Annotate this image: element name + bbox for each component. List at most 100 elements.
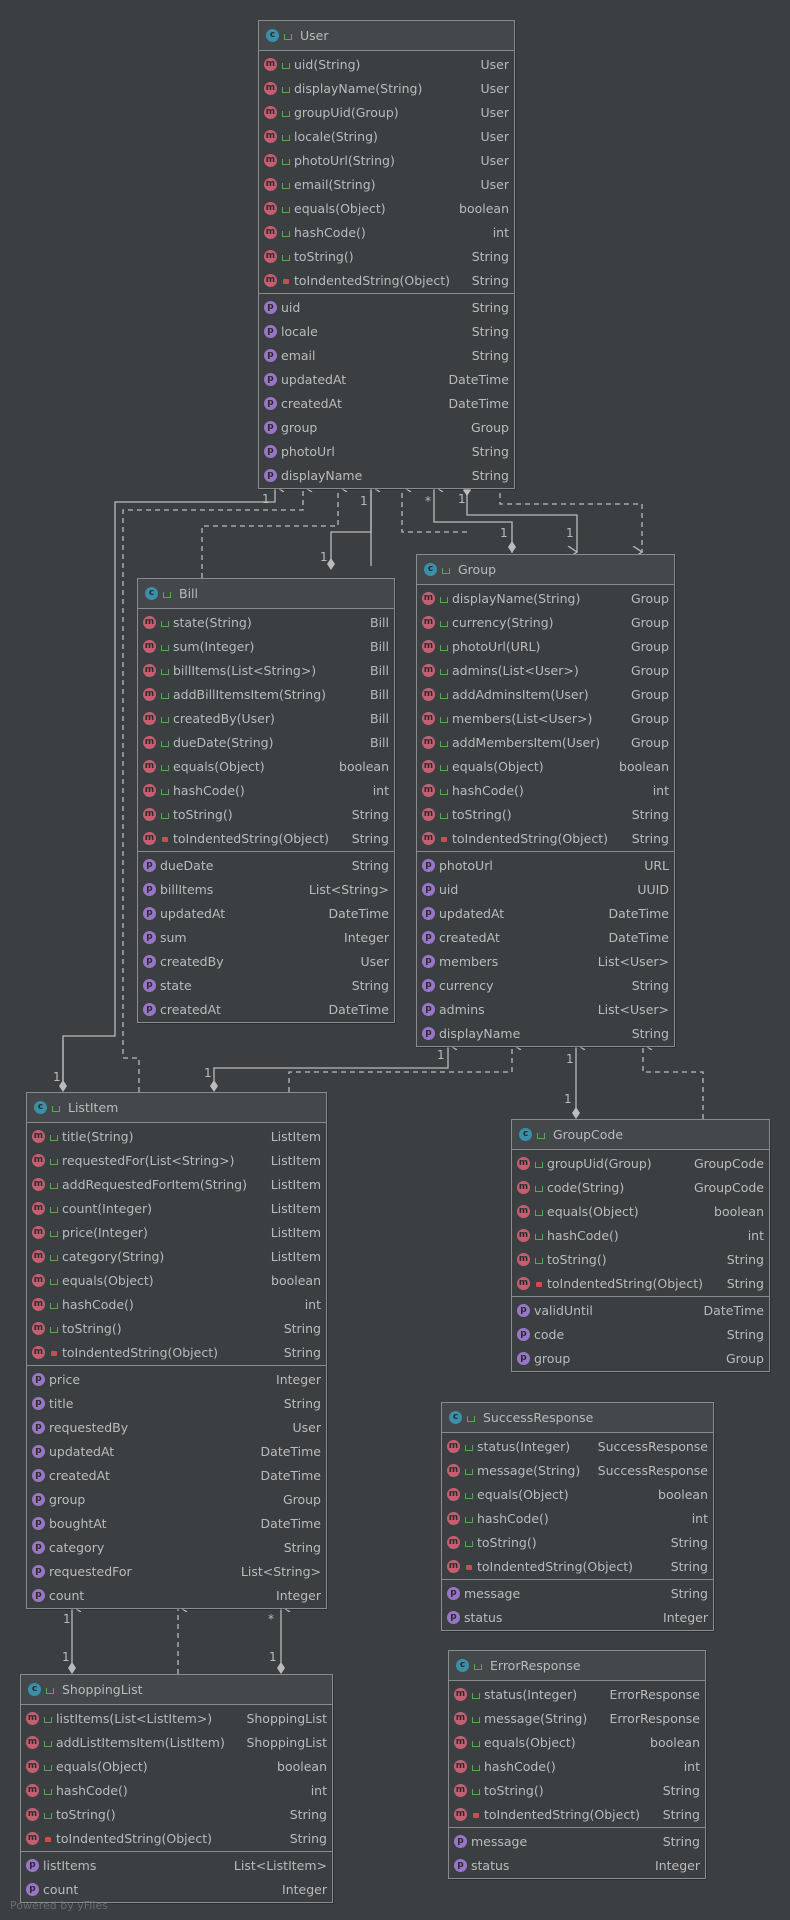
method-row[interactable]: msum(Integer)Bill xyxy=(138,634,394,658)
method-row[interactable]: mgroupUid(Group)GroupCode xyxy=(512,1151,769,1175)
property-row[interactable]: pcreatedByUser xyxy=(138,949,394,973)
property-row[interactable]: pupdatedAtDateTime xyxy=(259,367,514,391)
property-row[interactable]: pmembersList<User> xyxy=(417,949,674,973)
method-row[interactable]: mhashCode()int xyxy=(512,1223,769,1247)
method-row[interactable]: mequals(Object)boolean xyxy=(442,1482,713,1506)
method-row[interactable]: mhashCode()int xyxy=(442,1506,713,1530)
property-row[interactable]: ptitleString xyxy=(27,1391,326,1415)
method-row[interactable]: mdisplayName(String)Group xyxy=(417,586,674,610)
method-row[interactable]: mtoString()String xyxy=(27,1316,326,1340)
property-row[interactable]: pcurrencyString xyxy=(417,973,674,997)
method-row[interactable]: mhashCode()int xyxy=(27,1292,326,1316)
method-row[interactable]: mequals(Object)boolean xyxy=(27,1268,326,1292)
method-row[interactable]: mcode(String)GroupCode xyxy=(512,1175,769,1199)
method-row[interactable]: mtoString()String xyxy=(21,1802,332,1826)
class-header[interactable]: cErrorResponse xyxy=(449,1651,705,1681)
method-row[interactable]: maddRequestedForItem(String)ListItem xyxy=(27,1172,326,1196)
method-row[interactable]: memail(String)User xyxy=(259,172,514,196)
method-row[interactable]: mcount(Integer)ListItem xyxy=(27,1196,326,1220)
method-row[interactable]: mtoIndentedString(Object)String xyxy=(512,1271,769,1295)
property-row[interactable]: pupdatedAtDateTime xyxy=(417,901,674,925)
method-row[interactable]: mequals(Object)boolean xyxy=(259,196,514,220)
method-row[interactable]: mlocale(String)User xyxy=(259,124,514,148)
class-user[interactable]: cUsermuid(String)UsermdisplayName(String… xyxy=(258,20,515,489)
property-row[interactable]: pgroupGroup xyxy=(27,1487,326,1511)
method-row[interactable]: mphotoUrl(URL)Group xyxy=(417,634,674,658)
property-row[interactable]: ppriceInteger xyxy=(27,1367,326,1391)
property-row[interactable]: pbillItemsList<String> xyxy=(138,877,394,901)
property-row[interactable]: pcodeString xyxy=(512,1322,769,1346)
property-row[interactable]: plistItemsList<ListItem> xyxy=(21,1853,332,1877)
method-row[interactable]: mprice(Integer)ListItem xyxy=(27,1220,326,1244)
class-successresponse[interactable]: cSuccessResponsemstatus(Integer)SuccessR… xyxy=(441,1402,714,1631)
method-row[interactable]: mtoString()String xyxy=(417,802,674,826)
method-row[interactable]: mtoIndentedString(Object)String xyxy=(417,826,674,850)
class-groupcode[interactable]: cGroupCodemgroupUid(Group)GroupCodemcode… xyxy=(511,1119,770,1372)
property-row[interactable]: pstatusInteger xyxy=(449,1853,705,1877)
class-header[interactable]: cListItem xyxy=(27,1093,326,1123)
class-listitem[interactable]: cListItemmtitle(String)ListItemmrequeste… xyxy=(26,1092,327,1609)
property-row[interactable]: pemailString xyxy=(259,343,514,367)
method-row[interactable]: mdueDate(String)Bill xyxy=(138,730,394,754)
property-row[interactable]: puidString xyxy=(259,295,514,319)
method-row[interactable]: mphotoUrl(String)User xyxy=(259,148,514,172)
method-row[interactable]: muid(String)User xyxy=(259,52,514,76)
method-row[interactable]: mtitle(String)ListItem xyxy=(27,1124,326,1148)
method-row[interactable]: mmembers(List<User>)Group xyxy=(417,706,674,730)
property-row[interactable]: pdisplayNameString xyxy=(259,463,514,487)
method-row[interactable]: mmessage(String)SuccessResponse xyxy=(442,1458,713,1482)
method-row[interactable]: mlistItems(List<ListItem>)ShoppingList xyxy=(21,1706,332,1730)
property-row[interactable]: plocaleString xyxy=(259,319,514,343)
method-row[interactable]: madmins(List<User>)Group xyxy=(417,658,674,682)
method-row[interactable]: mtoString()String xyxy=(138,802,394,826)
method-row[interactable]: mequals(Object)boolean xyxy=(449,1730,705,1754)
method-row[interactable]: mtoIndentedString(Object)String xyxy=(442,1554,713,1578)
method-row[interactable]: mcategory(String)ListItem xyxy=(27,1244,326,1268)
class-bill[interactable]: cBillmstate(String)Billmsum(Integer)Bill… xyxy=(137,578,395,1023)
property-row[interactable]: pdueDateString xyxy=(138,853,394,877)
method-row[interactable]: mtoString()String xyxy=(449,1778,705,1802)
property-row[interactable]: pcreatedAtDateTime xyxy=(138,997,394,1021)
property-row[interactable]: pboughtAtDateTime xyxy=(27,1511,326,1535)
method-row[interactable]: mtoIndentedString(Object)String xyxy=(259,268,514,292)
method-row[interactable]: maddAdminsItem(User)Group xyxy=(417,682,674,706)
property-row[interactable]: psumInteger xyxy=(138,925,394,949)
class-header[interactable]: cGroupCode xyxy=(512,1120,769,1150)
method-row[interactable]: mtoString()String xyxy=(259,244,514,268)
method-row[interactable]: mdisplayName(String)User xyxy=(259,76,514,100)
property-row[interactable]: pcreatedAtDateTime xyxy=(259,391,514,415)
property-row[interactable]: prequestedByUser xyxy=(27,1415,326,1439)
property-row[interactable]: pvalidUntilDateTime xyxy=(512,1298,769,1322)
method-row[interactable]: maddListItemsItem(ListItem)ShoppingList xyxy=(21,1730,332,1754)
method-row[interactable]: mmessage(String)ErrorResponse xyxy=(449,1706,705,1730)
property-row[interactable]: prequestedForList<String> xyxy=(27,1559,326,1583)
property-row[interactable]: pstateString xyxy=(138,973,394,997)
class-shoppinglist[interactable]: cShoppingListmlistItems(List<ListItem>)S… xyxy=(20,1674,333,1903)
method-row[interactable]: mhashCode()int xyxy=(417,778,674,802)
method-row[interactable]: mhashCode()int xyxy=(138,778,394,802)
property-row[interactable]: pmessageString xyxy=(442,1581,713,1605)
property-row[interactable]: pphotoUrlString xyxy=(259,439,514,463)
property-row[interactable]: pstatusInteger xyxy=(442,1605,713,1629)
method-row[interactable]: mrequestedFor(List<String>)ListItem xyxy=(27,1148,326,1172)
property-row[interactable]: puidUUID xyxy=(417,877,674,901)
property-row[interactable]: pgroupGroup xyxy=(512,1346,769,1370)
method-row[interactable]: maddBillItemsItem(String)Bill xyxy=(138,682,394,706)
method-row[interactable]: mtoIndentedString(Object)String xyxy=(449,1802,705,1826)
property-row[interactable]: pcreatedAtDateTime xyxy=(417,925,674,949)
class-header[interactable]: cGroup xyxy=(417,555,674,585)
method-row[interactable]: mcreatedBy(User)Bill xyxy=(138,706,394,730)
property-row[interactable]: pupdatedAtDateTime xyxy=(27,1439,326,1463)
method-row[interactable]: mhashCode()int xyxy=(21,1778,332,1802)
property-row[interactable]: pgroupGroup xyxy=(259,415,514,439)
method-row[interactable]: mtoString()String xyxy=(442,1530,713,1554)
method-row[interactable]: mtoString()String xyxy=(512,1247,769,1271)
property-row[interactable]: pmessageString xyxy=(449,1829,705,1853)
method-row[interactable]: mstatus(Integer)SuccessResponse xyxy=(442,1434,713,1458)
method-row[interactable]: mequals(Object)boolean xyxy=(138,754,394,778)
property-row[interactable]: pcategoryString xyxy=(27,1535,326,1559)
class-header[interactable]: cBill xyxy=(138,579,394,609)
method-row[interactable]: mequals(Object)boolean xyxy=(417,754,674,778)
method-row[interactable]: mtoIndentedString(Object)String xyxy=(138,826,394,850)
method-row[interactable]: mbillItems(List<String>)Bill xyxy=(138,658,394,682)
